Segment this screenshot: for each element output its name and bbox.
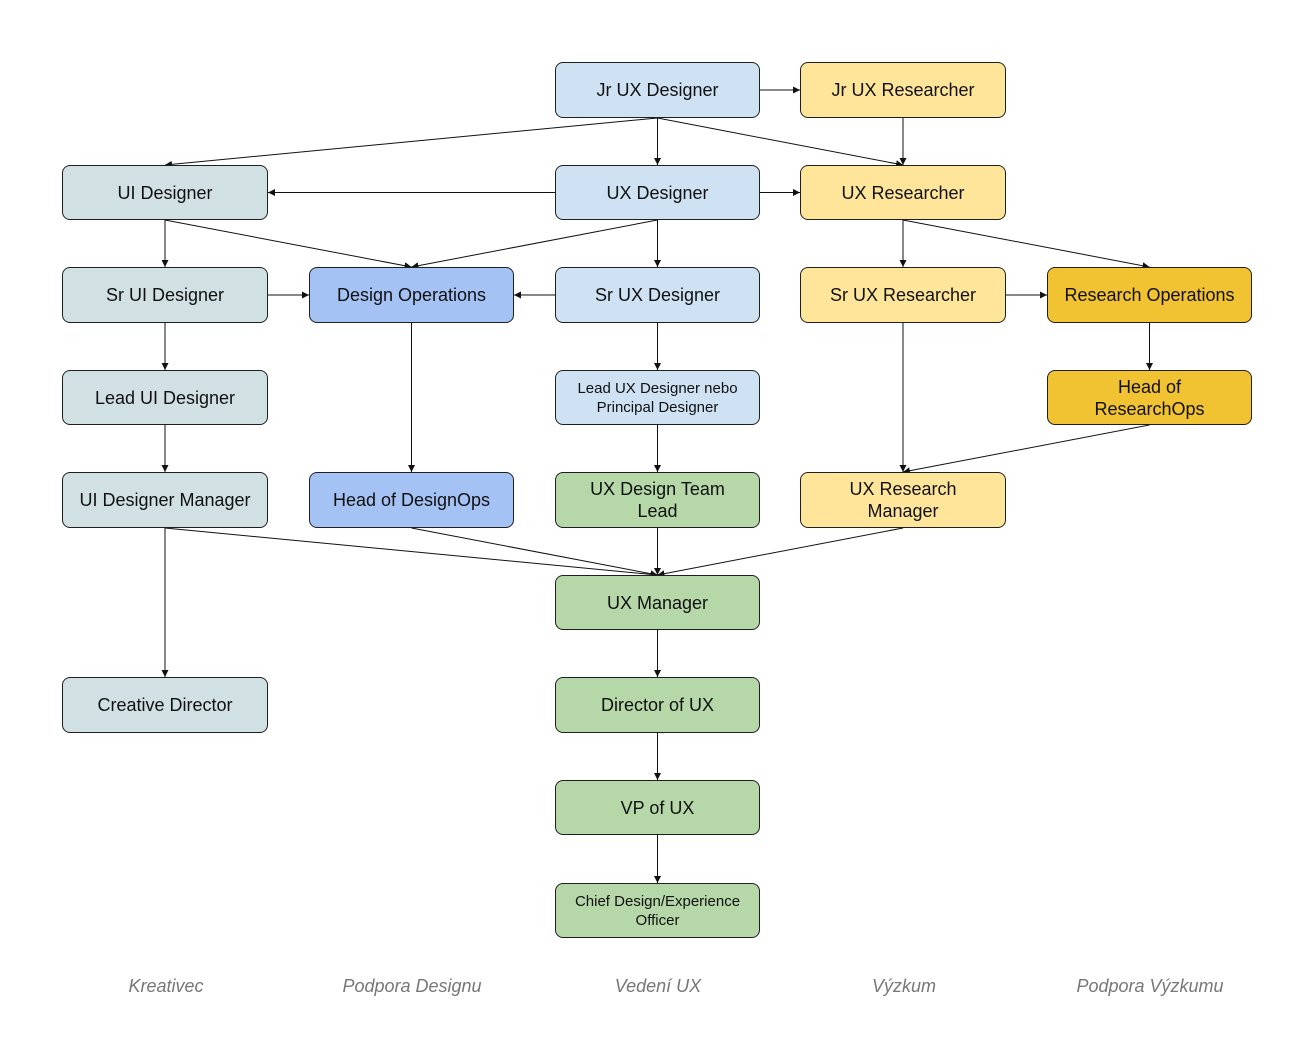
connector-ui-designer-manager-to-ux-manager	[164, 527, 658, 578]
node-creative-director: Creative Director	[62, 677, 268, 733]
connector-jr-ux-designer-to-ui-designer	[164, 117, 658, 168]
node-ui-designer: UI Designer	[62, 165, 268, 220]
node-sr-ux-researcher: Sr UX Researcher	[800, 267, 1006, 323]
column-label-podpora-designu: Podpora Designu	[342, 976, 482, 996]
node-ux-research-manager: UX Research Manager	[800, 472, 1006, 528]
node-ux-design-team-lead: UX Design Team Lead	[555, 472, 760, 528]
node-head-of-designops: Head of DesignOps	[309, 472, 514, 528]
connector-ux-researcher-to-research-operations	[902, 219, 1150, 270]
node-jr-ux-designer: Jr UX Designer	[555, 62, 760, 118]
connector-jr-ux-designer-to-ux-researcher	[657, 117, 904, 168]
node-sr-ui-designer: Sr UI Designer	[62, 267, 268, 323]
node-sr-ux-designer: Sr UX Designer	[555, 267, 760, 323]
node-lead-ui-designer: Lead UI Designer	[62, 370, 268, 425]
connector-ux-research-manager-to-ux-manager	[657, 527, 904, 578]
node-ux-designer: UX Designer	[555, 165, 760, 220]
connector-head-of-researchops-to-ux-research-manager	[902, 424, 1150, 475]
connector-head-of-designops-to-ux-manager	[411, 527, 658, 578]
connector-ux-designer-to-design-operations	[411, 219, 658, 270]
node-lead-ux-designer: Lead UX Designer nebo Principal Designer	[555, 370, 760, 425]
column-label-podpora-vyzkumu: Podpora Výzkumu	[1076, 976, 1224, 996]
node-head-of-researchops: Head of ResearchOps	[1047, 370, 1252, 425]
node-design-operations: Design Operations	[309, 267, 514, 323]
column-label-vedeni-ux: Vedení UX	[614, 976, 702, 996]
node-vp-of-ux: VP of UX	[555, 780, 760, 835]
node-ux-researcher: UX Researcher	[800, 165, 1006, 220]
node-research-operations: Research Operations	[1047, 267, 1252, 323]
node-ui-designer-manager: UI Designer Manager	[62, 472, 268, 528]
node-director-of-ux: Director of UX	[555, 677, 760, 733]
column-label-kreativec: Kreativec	[128, 976, 204, 996]
column-label-vyzkum: Výzkum	[871, 976, 936, 996]
node-ux-manager: UX Manager	[555, 575, 760, 630]
connector-ui-designer-to-design-operations	[164, 219, 412, 270]
node-chief-design-officer: Chief Design/Experience Officer	[555, 883, 760, 938]
node-jr-ux-researcher: Jr UX Researcher	[800, 62, 1006, 118]
